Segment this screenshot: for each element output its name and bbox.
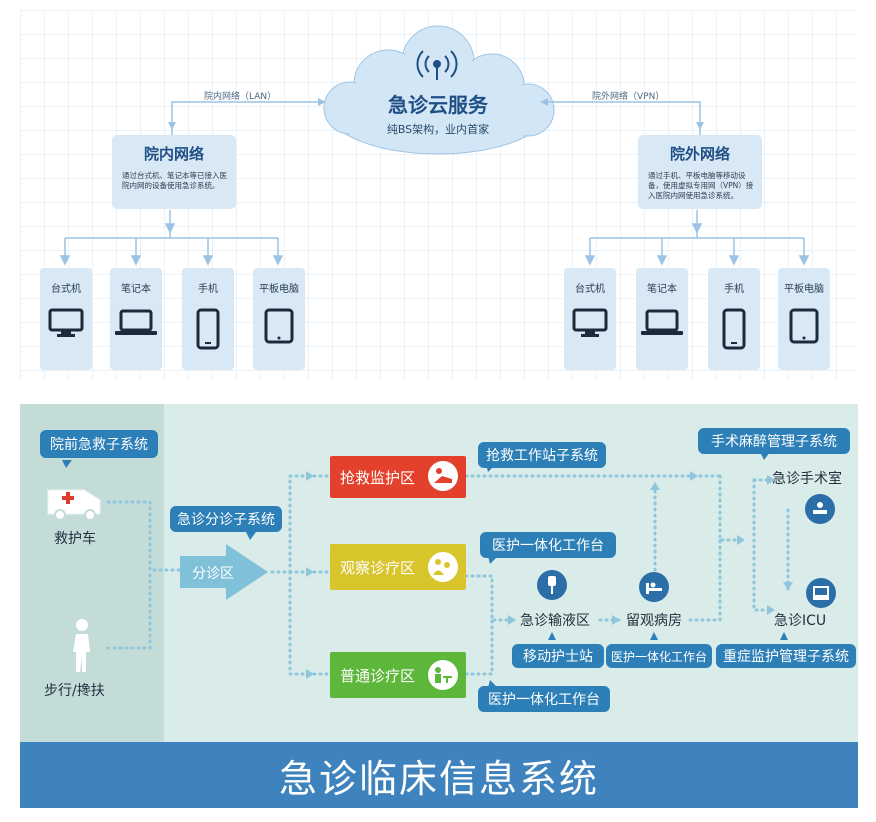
observe-zone: 观察诊疗区 xyxy=(330,544,466,590)
patient-care-icon xyxy=(428,552,458,582)
device-card-laptop-extranet: 笔记本 xyxy=(636,268,688,370)
device-label: 手机 xyxy=(724,284,744,295)
surgery-icon xyxy=(805,494,835,524)
cpr-icon xyxy=(428,461,458,491)
device-card-tablet-intranet: 平板电脑 xyxy=(253,268,305,370)
device-card-phone-intranet: 手机 xyxy=(182,268,234,370)
intranet-description: 通过台式机、笔记本等已接入医院内网的设备使用急诊系统。 xyxy=(122,171,227,190)
walk-label: 步行/搀扶 xyxy=(44,683,105,699)
icu-monitor-icon xyxy=(806,578,836,608)
tablet-icon xyxy=(778,308,830,344)
laptop-icon xyxy=(636,308,688,338)
triage-zone-label: 分诊区 xyxy=(192,566,234,582)
observation-ward-label: 留观病房 xyxy=(626,613,682,629)
device-label: 手机 xyxy=(198,284,218,295)
laptop-icon xyxy=(110,308,162,338)
consultation-icon xyxy=(428,660,458,690)
desktop-icon xyxy=(564,308,616,338)
phone-icon xyxy=(182,308,234,350)
vpn-label: 院外网络（VPN） xyxy=(592,92,665,102)
device-label: 笔记本 xyxy=(121,284,151,295)
triage-subsystem-bubble: 急诊分诊子系统 xyxy=(170,506,282,532)
phone-icon xyxy=(708,308,760,350)
flow-connectors xyxy=(62,452,793,688)
device-label: 平板电脑 xyxy=(259,284,299,295)
extranet-title: 院外网络 xyxy=(669,145,730,163)
general-zone: 普通诊疗区 xyxy=(330,652,466,698)
footer-banner: 急诊临床信息系统 xyxy=(20,742,858,808)
triage-arrow xyxy=(180,544,268,600)
lan-label: 院内网络（LAN） xyxy=(204,92,277,102)
anesthesia-subsystem-bubble: 手术麻醉管理子系统 xyxy=(698,428,850,454)
ambulance-icon xyxy=(44,486,106,526)
system-title: 急诊临床信息系统 xyxy=(278,756,599,801)
mobile-nurse-bubble: 移动护士站 xyxy=(512,644,604,668)
device-card-tablet-extranet: 平板电脑 xyxy=(778,268,830,370)
prehospital-panel xyxy=(20,404,164,742)
cloud-subtitle: 纯BS架构，业内首家 xyxy=(386,123,490,136)
integrated-workstation-bubble-2: 医护一体化工作台 xyxy=(478,686,610,712)
operating-room-label: 急诊手术室 xyxy=(772,471,842,487)
infusion-zone-label: 急诊输液区 xyxy=(520,613,590,629)
observe-zone-label: 观察诊疗区 xyxy=(340,558,416,577)
desktop-icon xyxy=(40,308,92,338)
icu-label: 急诊ICU xyxy=(774,613,827,629)
cloud-title: 急诊云服务 xyxy=(388,93,488,117)
integrated-workstation-bubble-1: 医护一体化工作台 xyxy=(480,532,616,558)
icu-subsystem-bubble: 重症监护管理子系统 xyxy=(716,644,856,668)
device-label: 笔记本 xyxy=(647,284,677,295)
wireless-icon xyxy=(416,50,458,80)
device-label: 平板电脑 xyxy=(784,284,824,295)
network-connectors xyxy=(59,25,810,266)
device-card-laptop-intranet: 笔记本 xyxy=(110,268,162,370)
tablet-icon xyxy=(253,308,305,344)
device-card-desktop-intranet: 台式机 xyxy=(40,268,92,370)
extranet-box: 院外网络 通过手机、平板电脑等移动设备，使用虚拟专用网（VPN）接入医院内网使用… xyxy=(638,135,762,209)
device-label: 台式机 xyxy=(51,284,81,295)
integrated-workstation-bubble-3: 医护一体化工作台 xyxy=(606,644,712,668)
device-card-phone-extranet: 手机 xyxy=(708,268,760,370)
rescue-zone-label: 抢救监护区 xyxy=(340,468,416,487)
device-card-desktop-extranet: 台式机 xyxy=(564,268,616,370)
rescue-zone: 抢救监护区 xyxy=(330,456,466,498)
general-zone-label: 普通诊疗区 xyxy=(340,666,416,685)
extranet-description: 通过手机、平板电脑等移动设备，使用虚拟专用网（VPN）接入医院内网使用急诊系统。 xyxy=(648,171,754,200)
ambulance-label: 救护车 xyxy=(54,531,96,547)
rescue-workstation-bubble: 抢救工作站子系统 xyxy=(478,442,606,468)
walking-person-icon xyxy=(68,618,96,678)
prehospital-subsystem-bubble: 院前急救子系统 xyxy=(40,430,158,458)
infusion-icon xyxy=(537,570,567,600)
device-label: 台式机 xyxy=(575,284,605,295)
intranet-title: 院内网络 xyxy=(143,145,204,163)
ward-bed-icon xyxy=(639,572,669,602)
intranet-box: 院内网络 通过台式机、笔记本等已接入医院内网的设备使用急诊系统。 xyxy=(112,135,236,209)
